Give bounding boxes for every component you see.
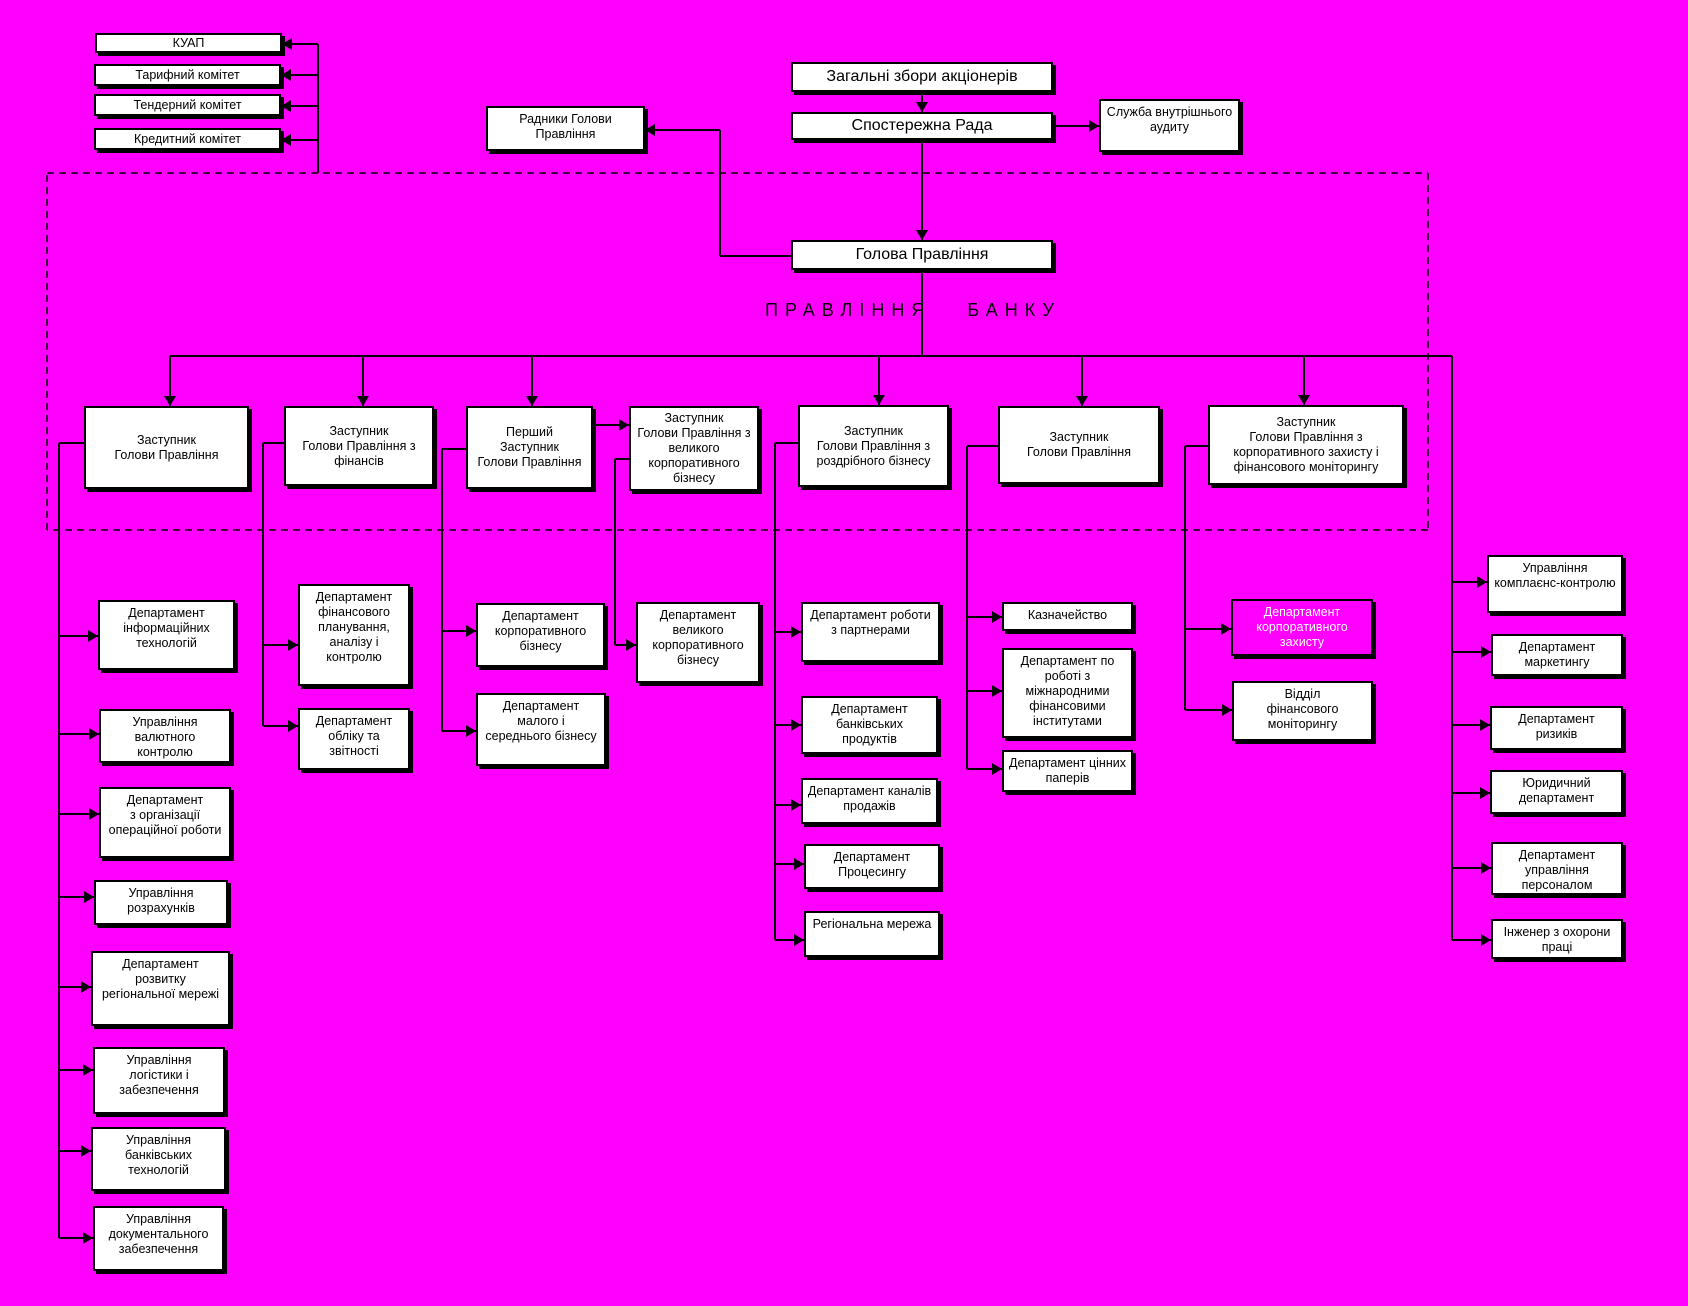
dept-currency-control: Управління валютного контролю — [99, 709, 231, 763]
arrow-head-44 — [89, 728, 99, 740]
dept-sales-channels: Департамент каналів продажів — [801, 778, 938, 824]
dept-corporate-security: Департамент корпоративного захисту — [1231, 599, 1373, 656]
arrow-head-88 — [992, 611, 1002, 623]
dept-operations: Департамент з організації операційної ро… — [99, 787, 231, 858]
arrow-head-50 — [81, 981, 91, 993]
arrow-head-80 — [791, 799, 801, 811]
board-label: ПРАВЛІННЯ БАНКУ — [765, 300, 1061, 320]
arrow-head-111 — [1481, 934, 1491, 946]
arrow-head-34 — [1076, 396, 1088, 406]
arrow-head-32 — [873, 395, 885, 405]
arrow-head-62 — [288, 720, 298, 732]
arrow-head-10 — [281, 100, 291, 112]
arrow-head-101 — [1477, 576, 1487, 588]
dept-financial-monitoring: Відділ фінансового моніторингу — [1232, 681, 1373, 741]
deputy-chairman-large-corporate: Заступник Голови Правління з великого ко… — [629, 406, 759, 491]
arrow-head-14 — [916, 102, 928, 112]
arrow-head-48 — [84, 891, 94, 903]
dept-legal: Юридичний департамент — [1490, 770, 1623, 814]
dept-sme-business: Департамент малого і середнього бізнесу — [476, 693, 606, 766]
arrow-head-52 — [83, 1064, 93, 1076]
arrow-head-42 — [88, 630, 98, 642]
arrow-head-16 — [1089, 120, 1099, 132]
arrow-head-72 — [626, 639, 636, 651]
committee-tariff: Тарифний комітет — [94, 64, 281, 86]
dept-corporate-business: Департамент корпоративного бізнесу — [476, 603, 605, 667]
dept-compliance: Управління комплаєнс-контролю — [1487, 555, 1623, 613]
dept-securities: Департамент цінних паперів — [1002, 750, 1133, 792]
dept-processing: Департамент Процесингу — [804, 844, 940, 889]
arrow-head-6 — [282, 38, 292, 50]
arrow-head-36 — [1298, 395, 1310, 405]
chairman-box: Голова Правління — [791, 240, 1053, 270]
dept-document-support: Управління документального забезпечення — [93, 1206, 224, 1271]
arrow-head-90 — [992, 685, 1002, 697]
arrow-head-105 — [1480, 719, 1490, 731]
arrow-head-46 — [89, 808, 99, 820]
arrow-head-98 — [1222, 704, 1232, 716]
arrow-head-96 — [1221, 623, 1231, 635]
dept-regional-network: Регіональна мережа — [804, 911, 940, 957]
committee-kuap: КУАП — [95, 33, 282, 53]
arrow-head-82 — [794, 858, 804, 870]
arrow-head-28 — [357, 396, 369, 406]
dept-logistics: Управління логістики і забезпечення — [93, 1047, 225, 1114]
arrow-head-26 — [164, 396, 176, 406]
dept-international-institutions: Департамент по роботі з міжнародними фін… — [1002, 648, 1133, 738]
arrow-head-54 — [81, 1145, 91, 1157]
dept-financial-planning: Департамент фінансового планування, анал… — [298, 584, 410, 686]
dept-partners: Департамент роботи з партнерами — [801, 602, 940, 662]
dept-it: Департамент інформаційних технологій — [98, 600, 235, 670]
dept-labor-safety: Інженер з охорони праці — [1491, 919, 1623, 959]
arrow-head-12 — [281, 134, 291, 146]
dept-settlements: Управління розрахунків — [94, 880, 228, 925]
shareholders-meeting-box: Загальні збори акціонерів — [791, 62, 1053, 92]
dept-marketing: Департамент маркетингу — [1491, 634, 1623, 676]
deputy-chairman-1: Заступник Голови Правління — [84, 406, 249, 489]
arrow-head-38 — [619, 419, 629, 431]
arrow-head-107 — [1480, 787, 1490, 799]
first-deputy-chairman: Перший Заступник Голови Правління — [466, 406, 593, 489]
deputy-chairman-security: Заступник Голови Правління з корпоративн… — [1208, 405, 1404, 485]
arrow-head-30 — [526, 396, 538, 406]
arrow-head-66 — [466, 625, 476, 637]
arrow-head-56 — [83, 1232, 93, 1244]
arrow-head-84 — [794, 934, 804, 946]
arrow-head-92 — [992, 763, 1002, 775]
arrow-head-109 — [1481, 862, 1491, 874]
arrow-head-22 — [645, 124, 655, 136]
committee-tender: Тендерний комітет — [94, 94, 281, 116]
dept-accounting: Департамент обліку та звітності — [298, 708, 410, 770]
dept-risks: Департамент ризиків — [1490, 706, 1623, 750]
internal-audit-box: Служба внутрішнього аудиту — [1099, 99, 1240, 152]
deputy-chairman-6: Заступник Голови Правління — [998, 406, 1160, 484]
committee-credit: Кредитний комітет — [94, 128, 281, 150]
arrow-head-103 — [1481, 646, 1491, 658]
arrow-head-68 — [466, 725, 476, 737]
dept-hr: Департамент управління персоналом — [1491, 842, 1623, 895]
arrow-head-18 — [916, 230, 928, 240]
arrow-head-8 — [281, 69, 291, 81]
deputy-chairman-finance: Заступник Голови Правління з фінансів — [284, 406, 434, 486]
supervisory-board-box: Спостережна Рада — [791, 112, 1053, 140]
dept-treasury: Казначейство — [1002, 602, 1133, 631]
dept-large-corporate: Департамент великого корпоративного бізн… — [636, 602, 760, 683]
dept-regional-development: Департамент розвитку регіональної мережі — [91, 951, 230, 1026]
dept-banking-products: Департамент банківських продуктів — [801, 696, 938, 754]
dept-banking-technologies: Управління банківських технологій — [91, 1127, 226, 1191]
deputy-chairman-retail: Заступник Голови Правління з роздрібного… — [798, 405, 949, 487]
advisors-box: Радники Голови Правління — [486, 106, 645, 151]
arrow-head-78 — [791, 719, 801, 731]
arrow-head-76 — [791, 626, 801, 638]
arrow-head-60 — [288, 639, 298, 651]
